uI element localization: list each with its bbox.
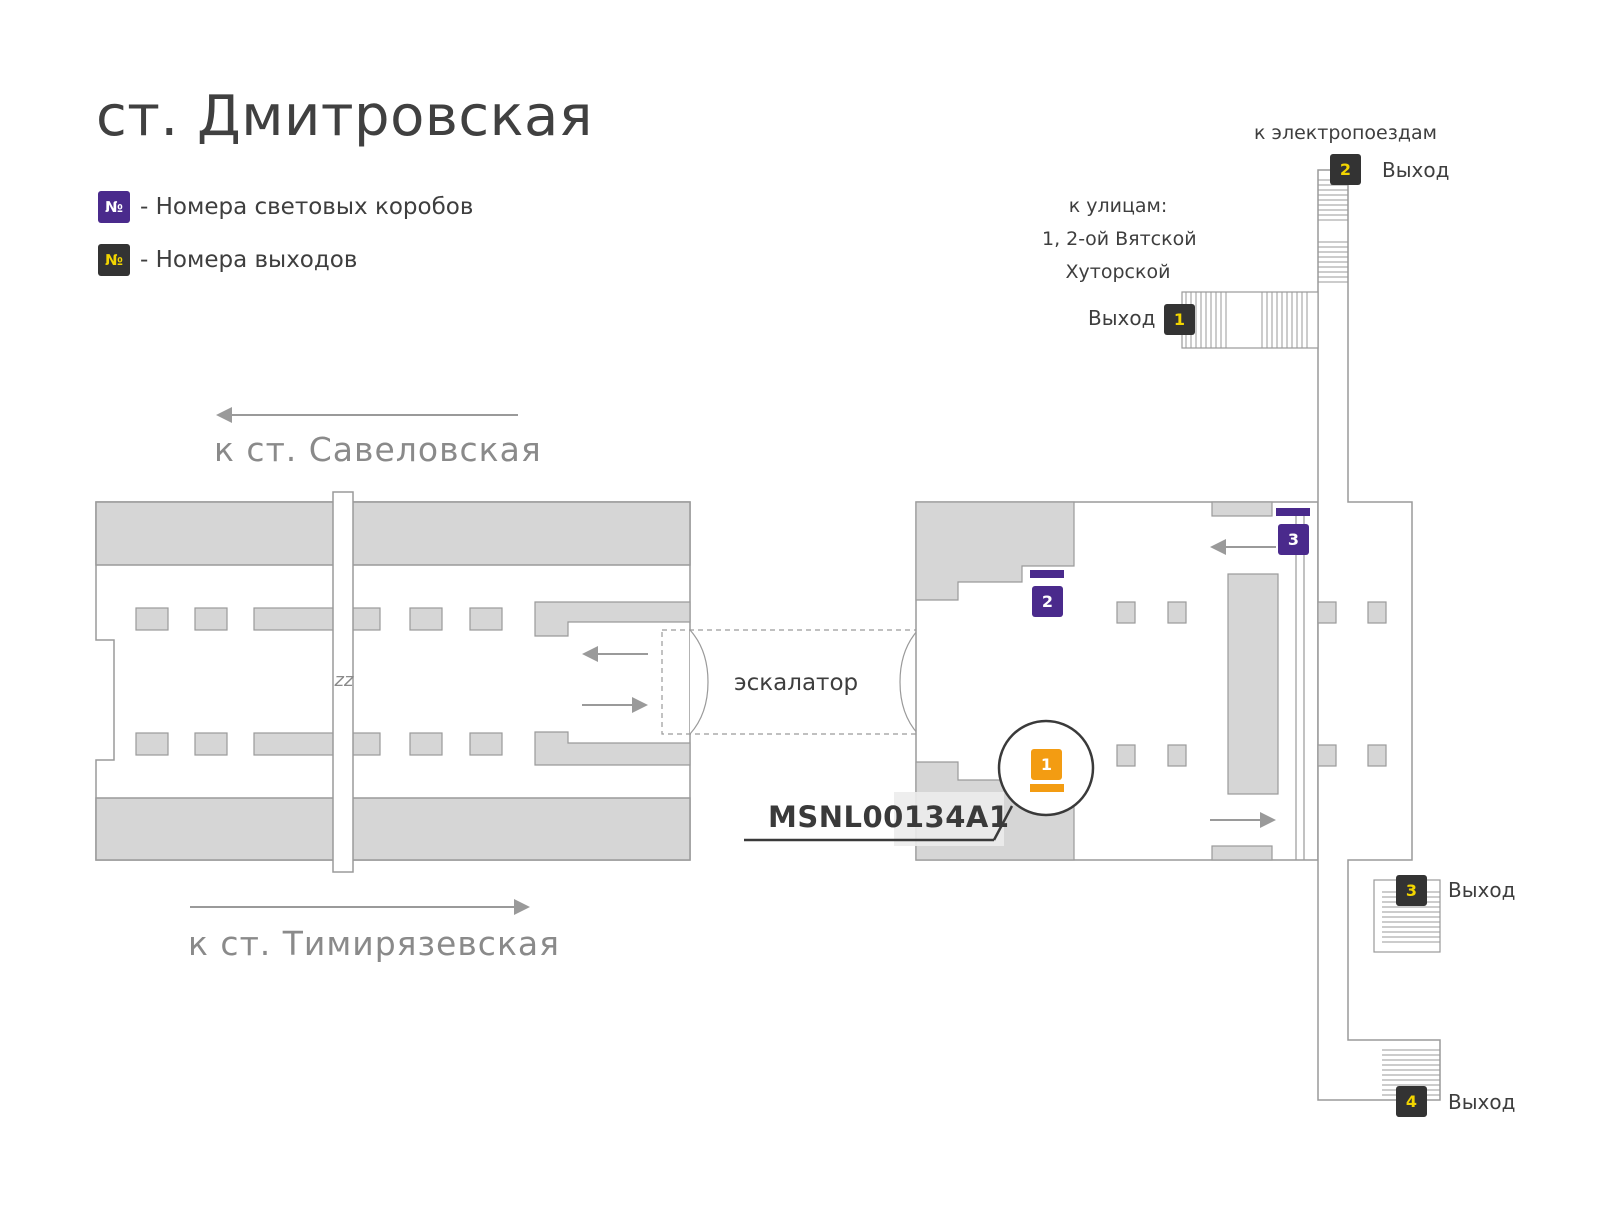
lightbox-1-bar <box>1030 784 1064 792</box>
escalator-label: эскалатор <box>734 670 859 696</box>
exit-legend-badge: № <box>98 244 130 276</box>
to-streets-line-3: Хуторской <box>1065 261 1171 283</box>
track-top <box>95 501 691 566</box>
direction-savelovskaya: к ст. Савеловская <box>214 430 542 469</box>
to-streets-label: к улицам: 1, 2-ой Вятской Хуторской <box>1042 190 1197 289</box>
platform-hall <box>95 491 691 873</box>
lightbox-3-bar <box>1276 508 1310 516</box>
stairs-exit-3 <box>1382 891 1440 943</box>
exit-1-label: Выход <box>1088 306 1156 330</box>
legend-lightbox: № - Номера световых коробов <box>98 190 473 224</box>
arrow-head-left <box>216 407 232 423</box>
lightbox-2-bar <box>1030 570 1064 578</box>
exit-badge-2: 2 <box>1330 154 1361 185</box>
direction-timiryazevskaya: к ст. Тимирязевская <box>188 924 560 963</box>
to-trains-label: к электропоездам <box>1254 122 1437 144</box>
exit-legend-text: - Номера выходов <box>140 247 358 273</box>
lightbox-badge-1: 1 <box>1031 749 1062 780</box>
legend-exits: № - Номера выходов <box>98 243 357 277</box>
lightbox-code-label: MSNL00134A1 <box>768 800 1010 834</box>
lightbox-legend-badge: № <box>98 191 130 223</box>
underpass <box>1181 169 1441 1101</box>
zz-mark: zz <box>334 670 354 691</box>
arrow-head-right <box>514 899 530 915</box>
exit-2-label: Выход <box>1382 158 1450 182</box>
lightbox-legend-text: - Номера световых коробов <box>140 194 474 220</box>
lightbox-badge-3: 3 <box>1278 524 1309 555</box>
exit-badge-1: 1 <box>1164 304 1195 335</box>
track-bottom <box>95 797 691 861</box>
exit-4-label: Выход <box>1448 1090 1516 1114</box>
stairs-exit-1 <box>1185 292 1308 348</box>
escalator <box>661 629 999 735</box>
to-streets-line-2: 1, 2-ой Вятской <box>1042 228 1197 250</box>
station-title: ст. Дмитровская <box>96 84 593 149</box>
exit-badge-3: 3 <box>1396 875 1427 906</box>
to-streets-line-1: к улицам: <box>1068 195 1168 217</box>
lightbox-badge-2: 2 <box>1032 586 1063 617</box>
exit-3-label: Выход <box>1448 878 1516 902</box>
exit-badge-4: 4 <box>1396 1086 1427 1117</box>
